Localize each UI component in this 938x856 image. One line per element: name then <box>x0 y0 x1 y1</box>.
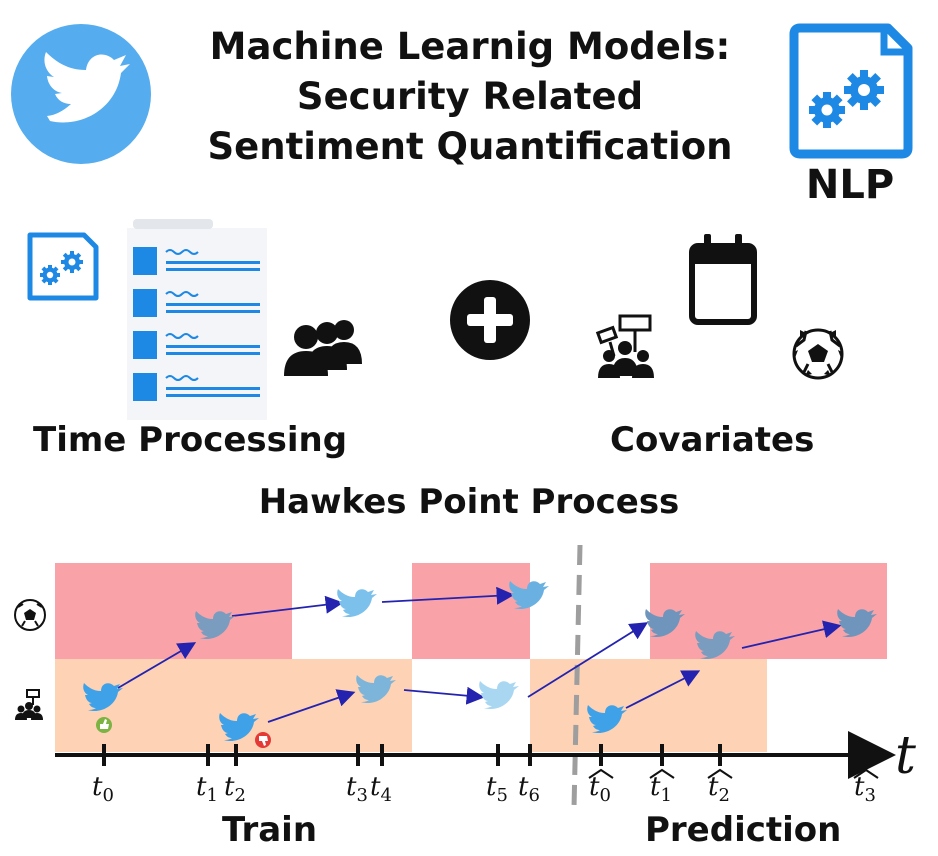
tick-label: t0 <box>589 772 611 806</box>
tick-label: t6 <box>518 772 540 806</box>
title-line-2: Security Related <box>296 75 644 118</box>
axis-label-t: t <box>895 726 916 786</box>
bird-icon <box>337 589 377 618</box>
tick-label: t5 <box>486 772 508 806</box>
title-line-1: Machine Learnig Models: <box>209 25 731 68</box>
hat-accent <box>649 768 675 779</box>
arrow-8 <box>741 620 842 649</box>
page-title: Machine Learnig Models: Security Related… <box>150 22 790 172</box>
protest-band-2 <box>530 659 767 752</box>
tick-label: t1 <box>196 772 218 806</box>
tick-label: t4 <box>370 772 392 806</box>
thumbs-down-icon <box>255 732 271 748</box>
tick-label: t3 <box>346 772 368 806</box>
nlp-label: NLP <box>805 162 895 208</box>
title-line-3: Sentiment Quantification <box>207 125 733 168</box>
sport-band-2 <box>412 563 530 659</box>
arrow-2 <box>231 595 344 617</box>
tick-label: t3 <box>854 772 876 806</box>
covariates-label: Covariates <box>610 420 815 460</box>
train-label: Train <box>222 810 318 850</box>
arrow-1 <box>117 642 197 689</box>
prediction-label: Prediction <box>645 810 842 850</box>
sport-band-1 <box>55 563 292 659</box>
tick-label: t0 <box>92 772 114 806</box>
sport-band-3 <box>650 563 887 659</box>
tick-label: t1 <box>650 772 672 806</box>
arrow-5 <box>403 686 485 705</box>
hat-accent <box>853 768 879 779</box>
arrow-7 <box>625 670 701 709</box>
row-soccer-icon <box>14 599 46 631</box>
tick-label: t2 <box>708 772 730 806</box>
arrow-6 <box>527 622 649 698</box>
row-protest-icon <box>15 689 43 720</box>
arrow-3 <box>381 586 515 605</box>
bird-icon <box>479 681 519 710</box>
tick-label: t2 <box>224 772 246 806</box>
hat-accent <box>707 768 733 779</box>
arrow-4 <box>267 689 356 723</box>
time-processing-label: Time Processing <box>33 420 348 460</box>
thumbs-up-icon <box>96 717 112 733</box>
train-prediction-divider <box>571 544 583 809</box>
hawkes-title: Hawkes Point Process <box>258 482 680 522</box>
hat-accent <box>588 768 614 779</box>
